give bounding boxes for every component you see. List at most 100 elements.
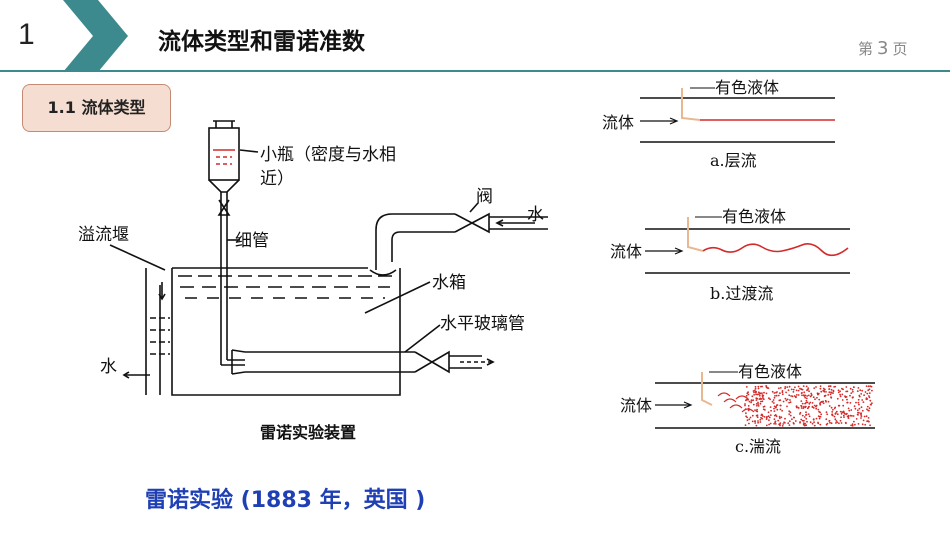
turbulent-dye-dot	[851, 424, 854, 427]
turbulent-dye-dot	[747, 393, 750, 396]
turbulent-dye-dot	[845, 422, 847, 425]
bottle-label-line1: 小瓶（密度与水相	[260, 145, 396, 165]
water-in-label: 水	[527, 205, 544, 225]
turbulent-dye-dot	[755, 424, 758, 427]
turbulent-dye-dot	[764, 409, 766, 411]
turbulent-dye-dot	[763, 416, 766, 418]
turbulent-dye-dot	[792, 388, 795, 391]
turbulent-dye-dot	[792, 391, 795, 393]
turbulent-dye-dot	[762, 397, 764, 399]
turbulent-dye-dot	[779, 392, 781, 395]
turbulent-dye-dot	[757, 405, 760, 407]
turbulent-dye-dot	[803, 424, 806, 427]
turbulent-dye-dot	[812, 407, 815, 409]
turbulent-dye-dot	[858, 403, 860, 406]
turbulent-dye-dot	[773, 407, 775, 410]
turbulent-dye-dot	[836, 421, 839, 424]
turbulent-dye-dot	[868, 407, 871, 410]
turbulent-dye-dot	[789, 414, 792, 417]
turbulent-dye-dot	[804, 405, 807, 408]
turbulent-dye-dot	[868, 420, 870, 423]
turbulent-dye-dot	[779, 404, 782, 407]
turbulent-dye-dot	[841, 393, 844, 396]
turbulent-dye-dot	[768, 397, 770, 400]
turbulent-dye-dot	[802, 394, 805, 397]
turbulent-dye-dot	[835, 412, 837, 414]
turbulent-dye-dot	[810, 394, 813, 396]
turbulent-dye-dot	[797, 385, 800, 388]
turbulent-dye-dot	[832, 408, 834, 411]
turbulent-dye-dot	[822, 402, 825, 405]
turbulent-dye-dot	[775, 415, 778, 418]
turbulent-dye-dot	[782, 423, 785, 425]
turbulent-dye-arc	[729, 404, 743, 409]
turbulent-dye-dot	[778, 415, 781, 418]
turbulent-flow-diagram: 有色液体 流体 c.湍流	[620, 362, 875, 456]
turbulent-dye-dot	[757, 391, 760, 394]
turbulent-dye-dot	[761, 392, 763, 395]
turbulent-dye-dot	[788, 424, 791, 426]
turbulent-dye-dot	[851, 388, 854, 391]
turbulent-dye-dot	[806, 389, 808, 392]
turbulent-dye-dot	[778, 387, 780, 390]
turbulent-dye-dot	[746, 416, 748, 419]
turbulent-dye-dot	[751, 414, 754, 417]
turbulent-dye-dot	[835, 410, 838, 413]
turbulent-dye-dot	[757, 401, 759, 404]
turbulent-dye-dot	[786, 398, 789, 401]
turbulent-dye-dot	[779, 424, 781, 427]
overflow-weir-label: 溢流堰	[78, 225, 129, 245]
turbulent-dye-dot	[755, 393, 757, 396]
turbulent-dye-dot	[753, 394, 755, 396]
turbulent-dye-dot	[784, 386, 787, 388]
turbulent-dye-dot	[765, 386, 768, 389]
turbulent-dye-dot	[784, 397, 787, 400]
turbulent-dye-dot	[842, 411, 845, 414]
turbulent-dye-dot	[850, 409, 853, 411]
turbulent-dye-dot	[856, 390, 859, 393]
turbulent-dye-dot	[819, 387, 822, 390]
turbulent-dye-dot	[802, 407, 805, 409]
laminar-fluid-label: 流体	[602, 113, 634, 132]
turbulent-dye-dot	[802, 422, 805, 424]
water-out-label: 水	[100, 357, 117, 377]
turbulent-dye-dot	[834, 418, 837, 421]
thin-tube-label: 细管	[235, 231, 269, 251]
turbulent-dye-dot	[800, 388, 803, 391]
turbulent-dye-dot	[800, 407, 803, 409]
turbulent-dye-dot	[789, 401, 792, 404]
turbulent-dye-dot	[813, 424, 816, 427]
turbulent-dye-dot	[813, 421, 815, 424]
turbulent-dye-dot	[773, 418, 776, 421]
turbulent-dye-dot	[833, 415, 836, 418]
turbulent-dye-dot	[858, 407, 861, 410]
turbulent-dye-dot	[867, 389, 870, 392]
turbulent-dye-dot	[852, 390, 854, 393]
turbulent-dye-dot	[865, 415, 868, 418]
turbulent-dye-dot	[831, 414, 833, 416]
turbulent-dye-dot	[830, 422, 833, 425]
turbulent-dye-dot	[837, 391, 840, 394]
turbulent-dye-dot	[870, 403, 872, 406]
turbulent-dye-dot	[828, 391, 831, 394]
page-title: 流体类型和雷诺准数	[158, 29, 365, 55]
turbulent-dye-dot	[825, 391, 827, 393]
turbulent-dye-dot	[781, 409, 783, 412]
turbulent-dye-dot	[805, 424, 808, 427]
turbulent-dye-dot	[838, 422, 840, 425]
turbulent-dye-dot	[857, 387, 860, 389]
turbulent-dye-dot	[858, 394, 861, 397]
turbulent-dye-dot	[795, 394, 798, 396]
turbulent-dye-dot	[799, 387, 801, 390]
turbulent-dye-arc	[723, 398, 737, 403]
laminar-flow-diagram: 有色液体 流体 a.层流	[602, 78, 835, 170]
turbulent-dye-dot	[866, 392, 869, 395]
experiment-title: 雷诺实验 (1883 年，英国 )	[145, 488, 426, 513]
turbulent-dye-dot	[805, 417, 808, 420]
turbulent-dye-dot	[807, 394, 810, 397]
turbulent-dye-dot	[866, 420, 868, 423]
turbulent-dye-dot	[744, 403, 746, 405]
turbulent-dye-dot	[774, 395, 776, 397]
turbulent-dye-dot	[787, 422, 790, 425]
turbulent-dye-dot	[815, 405, 817, 408]
